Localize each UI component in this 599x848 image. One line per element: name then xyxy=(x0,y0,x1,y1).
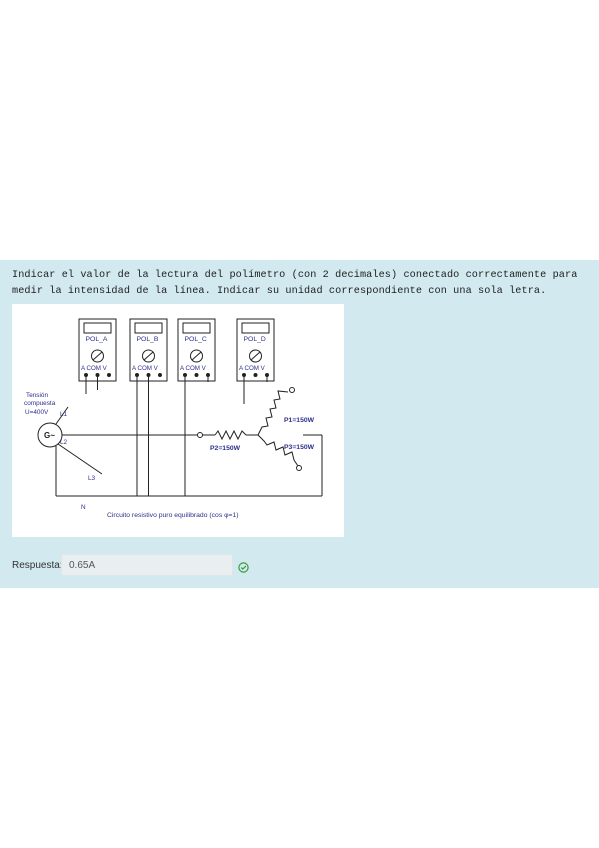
pol-b-label: POL_B xyxy=(137,336,159,343)
source-label-line-3: U=400V xyxy=(25,409,49,416)
answer-label: Respuesta: xyxy=(12,560,63,571)
generator-symbol: G~ xyxy=(44,431,55,440)
meter-pol-b xyxy=(129,318,168,382)
p2-label: P2=150W xyxy=(210,445,241,452)
l2-label: L2 xyxy=(60,439,68,446)
question-line-1: Indicar el valor de la lectura del polím… xyxy=(12,270,578,281)
l1-label: L1 xyxy=(60,411,68,418)
source-label-line-1: Tensión xyxy=(26,392,48,399)
question-line-2: medir la intensidad de la línea. Indicar… xyxy=(12,286,547,297)
pol-a-label: POL_A xyxy=(86,336,108,343)
check-circle-icon xyxy=(238,562,249,573)
pol-a-terminals: A COM V xyxy=(81,365,108,372)
meter-pol-d xyxy=(236,318,275,382)
answer-input[interactable] xyxy=(61,554,233,576)
p3-label: P3=150W xyxy=(284,444,315,451)
pol-c-terminals: A COM V xyxy=(180,365,207,372)
pol-d-terminals: A COM V xyxy=(239,365,266,372)
source-label-line-2: compuesta xyxy=(24,400,56,407)
circuit-diagram: POL_A POL_B POL_C POL_D A COM V A COM V … xyxy=(24,318,323,519)
l3-label: L3 xyxy=(88,475,96,482)
pol-c-label: POL_C xyxy=(185,336,207,343)
question-text: Indicar el valor de la lectura del polím… xyxy=(12,268,592,300)
p1-label: P1=150W xyxy=(284,417,315,424)
meter-pol-a xyxy=(78,318,117,382)
pol-d-label: POL_D xyxy=(244,336,266,343)
question-panel: Indicar el valor de la lectura del polím… xyxy=(0,260,599,588)
meter-pol-c xyxy=(177,318,216,382)
circuit-figure: POL_A POL_B POL_C POL_D A COM V A COM V … xyxy=(12,304,344,537)
pol-b-terminals: A COM V xyxy=(132,365,159,372)
n-label: N xyxy=(81,504,86,511)
figure-caption: Circuito resistivo puro equilibrado (cos… xyxy=(107,512,239,519)
